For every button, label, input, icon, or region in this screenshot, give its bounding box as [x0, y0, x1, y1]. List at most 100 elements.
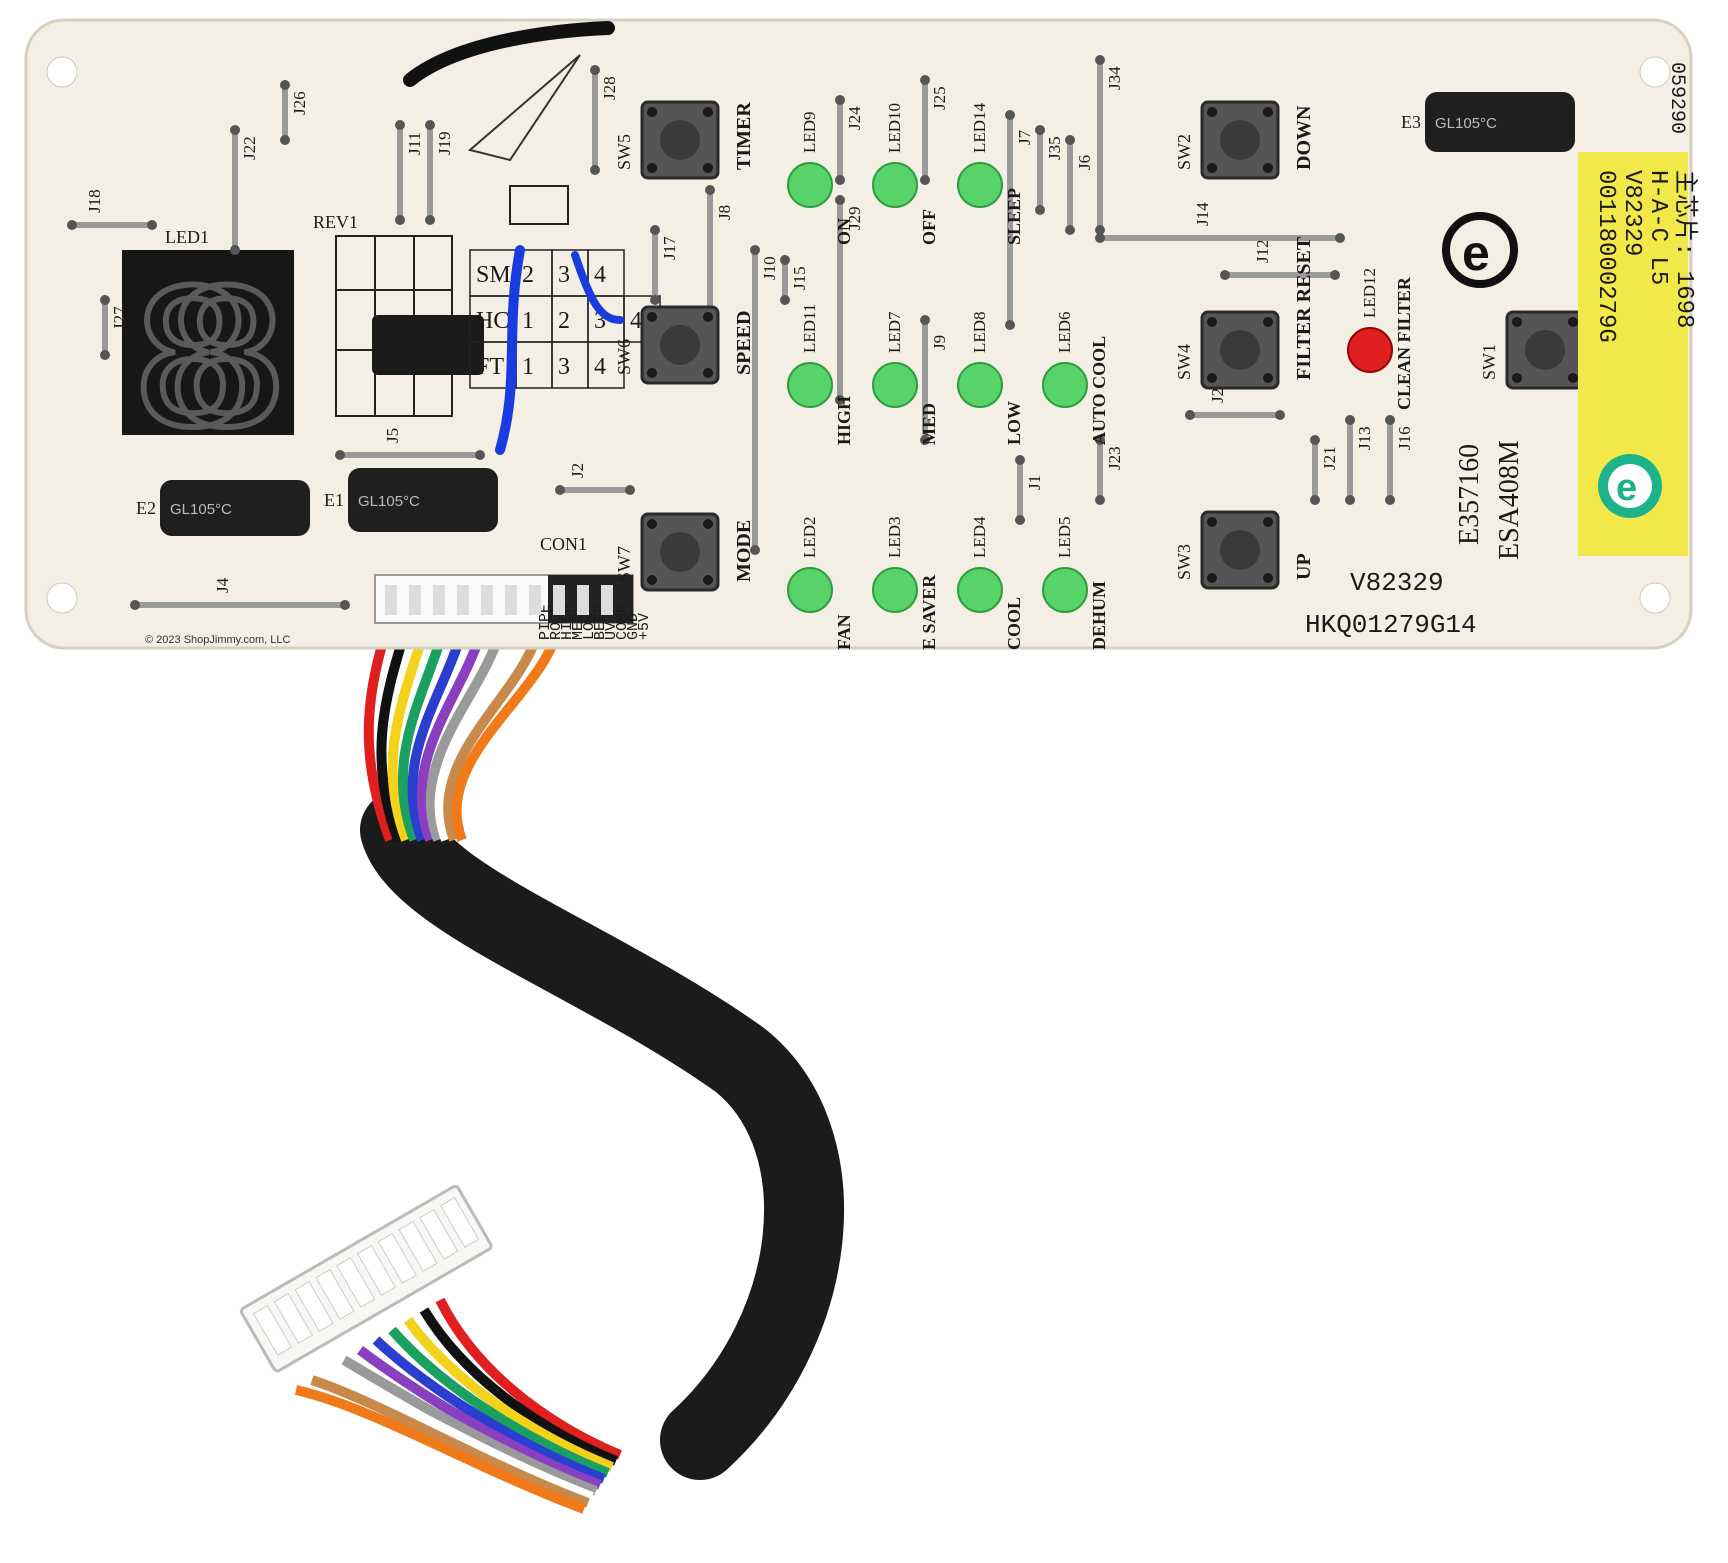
wire-connector-plug: [239, 1184, 493, 1373]
switch-pin: [703, 368, 713, 378]
wire-strand: [325, 1365, 594, 1502]
rev-grid: REV1: [313, 185, 569, 417]
jumper-pad: [100, 295, 110, 305]
marker-stroke: [495, 245, 525, 455]
jumper-pad: [590, 165, 600, 175]
jumper-ref: J8: [715, 205, 734, 220]
switch-label: MODE: [733, 520, 755, 582]
jumper-pad: [1275, 410, 1285, 420]
switch-pin: [1207, 317, 1217, 327]
switch-cap: [1525, 330, 1565, 370]
jumper-ref: J27: [110, 306, 129, 330]
led-green: [957, 362, 1003, 408]
con1-pin: [601, 585, 613, 615]
switch-pin: [1207, 107, 1217, 117]
selector-cell-text: FT: [476, 354, 504, 380]
jumper-pad: [1005, 320, 1015, 330]
switch-ref: SW4: [1174, 344, 1194, 380]
led-ref: LED10: [885, 103, 904, 153]
part-number-2: HKQ01279G14: [1305, 610, 1477, 640]
jumper-ref: J29: [845, 206, 864, 230]
con1-pin: [409, 585, 421, 615]
switch-ref: SW3: [1174, 544, 1194, 580]
wire-strand: [310, 1375, 590, 1508]
selector-cell-text: 3: [558, 354, 570, 380]
con1-pin: [577, 585, 589, 615]
switch-pin: [1568, 317, 1578, 327]
jumper-pad: [920, 435, 930, 445]
capacitor-ref: E3: [1401, 112, 1421, 132]
led-green: [1042, 362, 1088, 408]
sticker-edge-code: 059290: [1665, 62, 1688, 134]
switch-label: SPEED: [733, 311, 755, 375]
led-red: [1347, 327, 1393, 373]
led-ref: LED14: [970, 102, 989, 153]
jumper-ref: J23: [1105, 446, 1124, 470]
jumper-ref: J21: [1320, 446, 1339, 470]
led-green: [872, 362, 918, 408]
sticker-line: 00118000279G: [1592, 170, 1619, 343]
jumper-ref: J22: [240, 136, 259, 160]
led-ref: LED4: [970, 516, 989, 558]
switch-ref: SW2: [1174, 134, 1194, 170]
display-ref: LED1: [165, 227, 209, 247]
jumper-pad: [590, 65, 600, 75]
wire-strand: [387, 633, 428, 842]
jumper-pad: [395, 215, 405, 225]
esd-warning-icon: [467, 54, 581, 162]
led-label: AUTO COOL: [1089, 336, 1109, 445]
jumper-ref: J9: [930, 335, 949, 350]
jumper-pad: [750, 545, 760, 555]
switch-pin: [703, 107, 713, 117]
wire-strand: [443, 633, 542, 842]
led-ref: LED11: [800, 304, 819, 353]
jumper-pad: [1385, 495, 1395, 505]
con1-ref: CON1: [540, 534, 587, 554]
jumper-ref: J18: [85, 189, 104, 213]
jumper-pad: [1310, 435, 1320, 445]
display-glyph: 88: [130, 251, 290, 489]
led-green: [787, 567, 833, 613]
jumper-pad: [650, 295, 660, 305]
con1-pin: [505, 585, 517, 615]
wire-strand: [397, 633, 447, 842]
jumper-pad: [835, 195, 845, 205]
jumper-pad: [1035, 125, 1045, 135]
wire-strand: [372, 1336, 606, 1484]
jumper-pad: [1185, 410, 1195, 420]
jumper-ref: J19: [435, 131, 454, 155]
jumper-pad: [230, 125, 240, 135]
jumper-pad: [1385, 415, 1395, 425]
copyright-text: © 2023 ShopJimmy.com, LLC: [145, 634, 291, 646]
jumper-pad: [650, 225, 660, 235]
switch-pin: [1207, 163, 1217, 173]
sticker-line: V82329: [1618, 170, 1645, 256]
jumper-pad: [1095, 233, 1105, 243]
plug-slot: [419, 1208, 459, 1260]
led-ref: LED6: [1055, 311, 1074, 353]
capacitor-marking: GL105°C: [1435, 115, 1497, 132]
jumper-pad: [920, 175, 930, 185]
jumper-ref: J14: [1193, 202, 1212, 226]
jumper-pad: [1095, 435, 1105, 445]
jumper-pad: [1095, 55, 1105, 65]
switch-ref: SW7: [614, 546, 634, 582]
jumper-pad: [625, 485, 635, 495]
switch-pin: [1263, 573, 1273, 583]
jumper-pad: [1310, 495, 1320, 505]
switch-ref: SW1: [1479, 344, 1499, 380]
top-jumper-wire: [403, 21, 615, 87]
led-ref: LED8: [970, 311, 989, 353]
jumper-pad: [395, 120, 405, 130]
wire-strand: [435, 1297, 622, 1460]
led-ref: LED2: [800, 516, 819, 558]
switch-pin: [647, 519, 657, 529]
status-leds: LED9ONLED10OFFLED14SLEEPLED11HIGHLED7MED…: [787, 102, 1414, 650]
switch-cap: [1220, 120, 1260, 160]
selector-cell-text: 1: [522, 308, 534, 334]
con1-pin-label: LOW: [581, 613, 598, 640]
jumper-pad: [280, 80, 290, 90]
jumper-ref: J1: [1025, 475, 1044, 490]
jumper-pad: [1095, 225, 1105, 235]
wire-strand: [357, 1345, 602, 1490]
